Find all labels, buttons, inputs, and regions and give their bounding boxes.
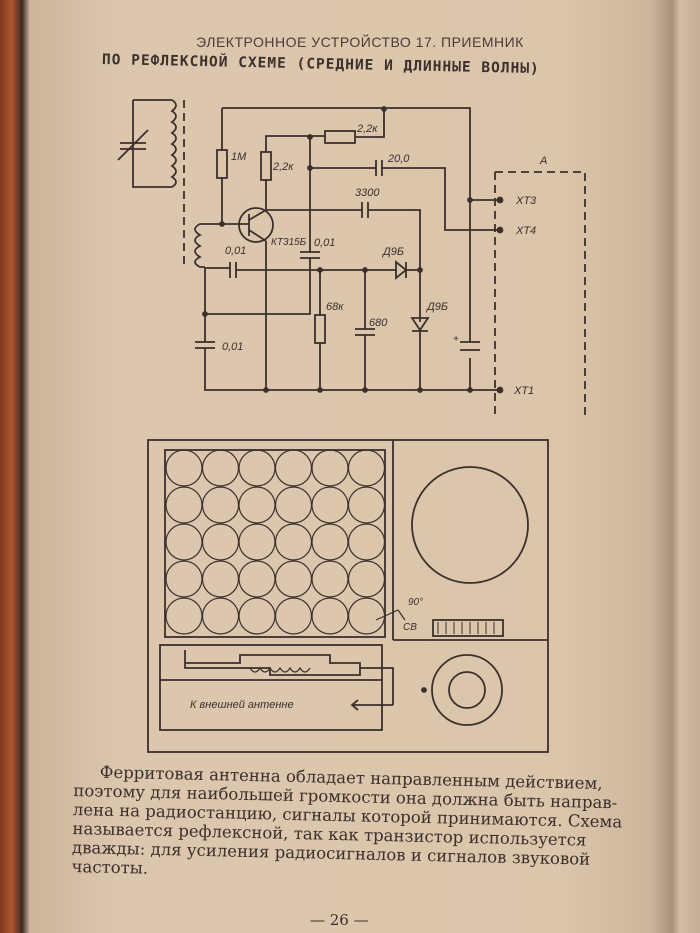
capacitor-680 bbox=[355, 270, 375, 390]
resistor-2k2-top bbox=[324, 130, 356, 144]
grid-hole bbox=[274, 449, 313, 487]
label-r-collector: 2,2к bbox=[272, 161, 294, 173]
volume-knob-outer bbox=[431, 654, 503, 726]
body-paragraph: Ферритовая антенна обладает направленным… bbox=[71, 762, 643, 889]
capacitor-0-01-ground bbox=[195, 341, 215, 349]
label-c-20: 20,0 bbox=[387, 153, 410, 165]
grid-hole bbox=[347, 486, 386, 524]
tuning-scale bbox=[432, 619, 504, 637]
grid-hole bbox=[311, 486, 349, 524]
grid-hole bbox=[347, 523, 386, 561]
label-c-680: 680 bbox=[369, 317, 388, 329]
grid-hole bbox=[274, 486, 313, 524]
antenna-coil-icon bbox=[194, 223, 222, 268]
grid-hole bbox=[201, 449, 240, 487]
grid-hole bbox=[311, 560, 349, 598]
grid-hole bbox=[238, 486, 276, 524]
label-band: СВ bbox=[403, 622, 417, 633]
grid-hole bbox=[347, 597, 386, 635]
label-xt1: ХТ1 bbox=[513, 385, 534, 397]
grid-hole bbox=[165, 449, 203, 487]
capacitor-electrolytic bbox=[460, 341, 480, 351]
grid-hole bbox=[311, 597, 349, 635]
label-r-top: 2,2к bbox=[356, 123, 378, 135]
label-xt4: ХТ4 bbox=[515, 225, 536, 237]
grid-hole bbox=[165, 486, 203, 524]
grid-hole bbox=[201, 523, 240, 561]
variable-capacitor-icon bbox=[117, 99, 177, 188]
label-c-bypass: 0,01 bbox=[314, 237, 335, 249]
label-block-a: А bbox=[539, 155, 547, 167]
label-r-68k: 68к bbox=[326, 301, 344, 313]
header-line-1: ЭЛЕКТРОННОЕ УСТРОЙСТВО 17. ПРИЕМНИК bbox=[196, 34, 524, 50]
resistor-2k2-collector bbox=[260, 151, 272, 181]
block-a-outline bbox=[494, 171, 586, 415]
diode-d9b-1 bbox=[395, 260, 408, 280]
grid-hole bbox=[347, 560, 386, 598]
capacitor-3300 bbox=[361, 202, 369, 218]
grid-hole bbox=[274, 523, 313, 561]
volume-knob-inner bbox=[448, 671, 486, 709]
label-external-antenna: К внешней антенне bbox=[190, 699, 294, 711]
label-xt3: ХТ3 bbox=[515, 195, 537, 207]
grid-hole bbox=[201, 597, 240, 635]
label-c-coupling: 0,01 bbox=[225, 245, 246, 257]
assembly-drawing: 90° СВ К внешней антенне bbox=[147, 439, 549, 753]
grid-hole bbox=[238, 560, 276, 598]
grid-hole bbox=[311, 449, 349, 487]
grid-hole bbox=[165, 560, 203, 598]
label-diode1: Д9Б bbox=[381, 246, 404, 258]
grid-hole bbox=[238, 597, 276, 635]
transistor-icon bbox=[222, 207, 274, 243]
capacitor-0-01-coupling bbox=[229, 262, 237, 278]
resistor-1m bbox=[216, 149, 228, 179]
page-number: — 26 — bbox=[310, 911, 369, 929]
label-c-3300: 3300 bbox=[355, 187, 380, 199]
grid-hole bbox=[274, 597, 313, 635]
capacitor-20uf bbox=[375, 160, 383, 176]
speaker-knob-outline bbox=[411, 466, 529, 584]
grid-hole bbox=[165, 597, 203, 635]
grid-hole bbox=[238, 523, 276, 561]
label-r-base: 1М bbox=[231, 151, 247, 163]
grid-hole bbox=[238, 449, 276, 487]
diode-d9b-2 bbox=[410, 317, 430, 390]
label-transistor: КТ315Б bbox=[271, 237, 307, 248]
label-angle: 90° bbox=[408, 597, 423, 608]
grid-hole bbox=[311, 523, 349, 561]
grid-hole bbox=[165, 523, 203, 561]
capacitor-0-01-bypass bbox=[300, 251, 320, 259]
grid-hole bbox=[274, 560, 313, 598]
label-c-ground: 0,01 bbox=[222, 341, 243, 353]
grid-hole bbox=[201, 486, 240, 524]
svg-text:+: + bbox=[453, 334, 459, 345]
grid-hole bbox=[347, 449, 386, 487]
resistor-68k bbox=[314, 314, 326, 344]
grid-hole bbox=[201, 560, 240, 598]
label-diode2: Д9Б bbox=[425, 301, 448, 313]
antenna-rod-box bbox=[159, 644, 383, 731]
circuit-schematic: + 2,2к 1М 2,2к 20,0 3300 КТ315Б 0,01 0,0… bbox=[117, 99, 586, 415]
